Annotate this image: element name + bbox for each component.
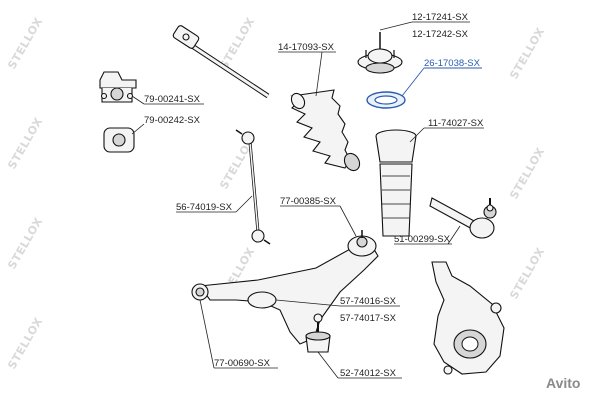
bump-stop <box>375 129 417 237</box>
strut-mount <box>357 32 403 74</box>
ball-joint <box>305 313 331 353</box>
tie-rod-end <box>429 197 497 239</box>
label-ball-joint: 52-74012-SX <box>317 351 402 379</box>
watermark-text: STELLOX <box>507 25 547 81</box>
label-tie-rod-end: 51-00299-SX <box>394 225 461 245</box>
tie-rod-axial <box>172 25 270 99</box>
part-number-boot: 14-17093-SX <box>278 42 335 53</box>
watermark-text: STELLOX <box>5 115 45 171</box>
label-boot: 14-17093-SX <box>278 42 336 97</box>
part-number-tie-rod-end: 51-00299-SX <box>394 234 451 245</box>
part-number-control-arm-2: 57-74017-SX <box>340 313 397 324</box>
watermark-text: STELLOX <box>5 15 45 71</box>
steering-boot <box>290 89 361 172</box>
watermark-text: STELLOX <box>5 215 45 271</box>
label-control-arm: 57-74016-SX 57-74017-SX <box>275 296 400 324</box>
part-number-stabilizer-link: 56-74019-SX <box>176 202 233 213</box>
watermark-text: STELLOX <box>217 15 257 71</box>
stabilizer-link <box>235 129 271 245</box>
part-number-strut-mount-1: 12-17241-SX <box>412 12 469 23</box>
label-bushing-rear: 77-00690-SX <box>199 299 278 369</box>
strut-bearing <box>366 91 406 109</box>
part-number-strut-mount-2: 12-17242-SX <box>412 29 469 40</box>
label-stabilizer-link: 56-74019-SX <box>176 195 253 213</box>
label-strut-mount: 12-17241-SX 12-17242-SX <box>379 12 470 40</box>
label-bearing: 26-17038-SX <box>401 58 482 97</box>
stabilizer-bushing-bottom <box>103 127 135 153</box>
label-bushing: 79-00241-SX 79-00242-SX <box>131 94 204 135</box>
steering-knuckle <box>431 261 505 375</box>
watermark-left: STELLOX STELLOX STELLOX STELLOX <box>5 15 45 371</box>
part-number-bearing: 26-17038-SX <box>424 58 481 69</box>
stabilizer-bushing-top <box>99 71 137 103</box>
watermark-text: STELLOX <box>5 315 45 371</box>
watermark-text: STELLOX <box>507 145 547 201</box>
part-number-arm-bushing: 77-00385-SX <box>280 196 337 207</box>
part-number-bushing-1: 79-00241-SX <box>144 94 201 105</box>
control-arm <box>191 245 379 345</box>
brand-watermark: Avito <box>546 375 580 391</box>
watermark-text: STELLOX <box>507 245 547 301</box>
label-bump-stop: 11-74027-SX <box>409 118 484 143</box>
watermark-right: STELLOX STELLOX STELLOX <box>507 25 547 301</box>
part-number-bump-stop: 11-74027-SX <box>428 118 484 129</box>
part-number-ball-joint: 52-74012-SX <box>340 368 397 379</box>
part-number-control-arm-1: 57-74016-SX <box>340 296 397 307</box>
label-arm-bushing: 77-00385-SX <box>280 196 357 237</box>
part-number-bushing-rear: 77-00690-SX <box>214 358 271 369</box>
arm-bushing <box>347 230 377 257</box>
part-number-bushing-2: 79-00242-SX <box>144 115 201 126</box>
